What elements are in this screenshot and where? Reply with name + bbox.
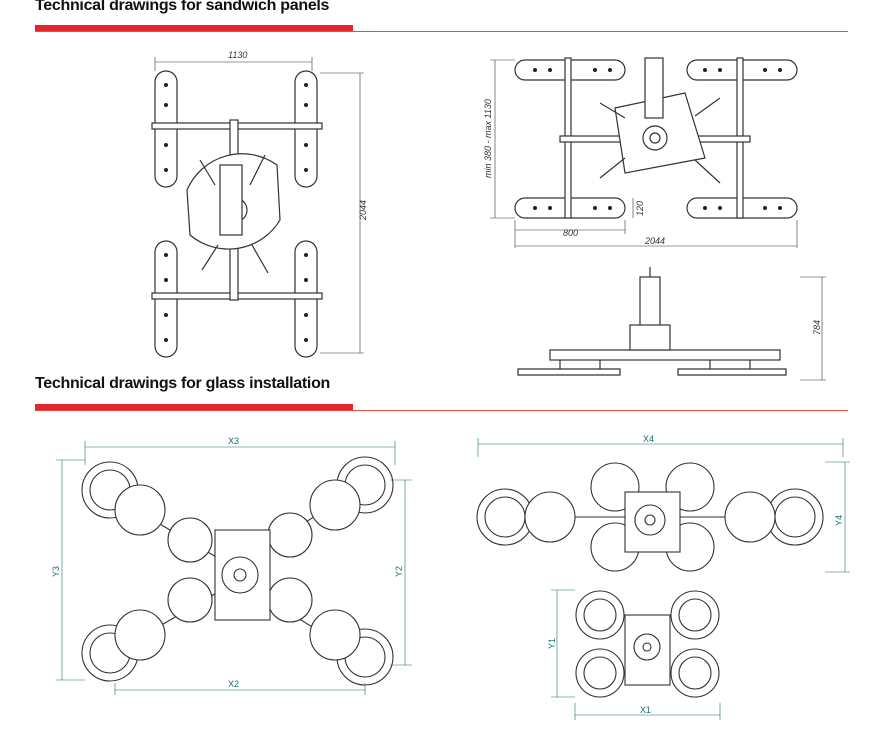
dim-offset-label: 120	[635, 201, 645, 216]
dim-x1-label: X1	[640, 705, 651, 715]
dim-y1-label: Y1	[547, 638, 557, 649]
dim-length-label: 2044	[358, 200, 368, 221]
section-title-sandwich: Technical drawings for sandwich panels	[35, 0, 330, 14]
glass-x-configuration-drawing: X3 X2 Y3 Y2	[51, 436, 412, 695]
dim-x4-label: X4	[643, 434, 654, 444]
sandwich-side-view-drawing: 784	[517, 267, 826, 381]
glass-compact-configuration-drawing: Y1 X1	[547, 589, 721, 720]
dim-length-label-2: 2044	[644, 236, 665, 246]
section-divider-accent	[35, 25, 353, 32]
dim-x3-label: X3	[228, 436, 239, 446]
section-divider-accent-2	[35, 404, 353, 411]
section-title-glass: Technical drawings for glass installatio…	[35, 375, 331, 392]
sandwich-top-view-drawing: 1130 2044	[151, 50, 368, 358]
dim-y4-label: Y4	[834, 515, 844, 526]
dim-height-label: 784	[812, 320, 822, 335]
section-divider-line-2	[35, 410, 848, 411]
sandwich-extended-view-drawing: min 380 - max 1130 120 800 2044	[483, 57, 798, 248]
dim-range-label: min 380 - max 1130	[483, 99, 493, 178]
dim-x2-label: X2	[228, 679, 239, 689]
dim-width-label: 1130	[228, 50, 247, 60]
dim-y2-label: Y2	[394, 566, 404, 577]
section-divider-line	[35, 31, 848, 32]
dim-pad-span-label: 800	[563, 228, 578, 238]
glass-horizontal-configuration-drawing: X4 Y4	[476, 434, 850, 573]
dim-y3-label: Y3	[51, 566, 61, 577]
